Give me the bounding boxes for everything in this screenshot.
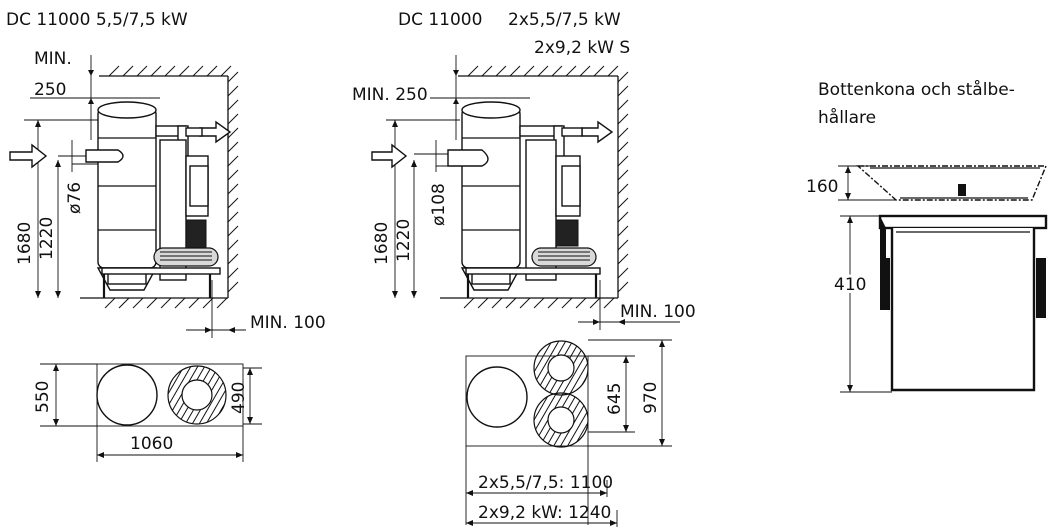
middle-power-line-1: 2x5,5/7,5 kW bbox=[508, 10, 621, 30]
left-plan-view: 550 490 1060 bbox=[33, 363, 262, 462]
middle-unit: DC 11000 2x5,5/7,5 kW 2x9,2 kW S MIN. 25… bbox=[352, 10, 696, 527]
right-cone-dimension: 160 bbox=[806, 165, 896, 201]
left-plan-depth-2: 490 bbox=[229, 382, 249, 414]
middle-power-line-2: 2x9,2 kW S bbox=[534, 38, 630, 58]
airflow-arrow-icon bbox=[581, 120, 614, 144]
left-height-dimensions: 1680 1220 ø76 bbox=[15, 119, 100, 298]
middle-height-inlet: 1220 bbox=[394, 219, 414, 262]
left-min-top-label-1: MIN. bbox=[34, 49, 72, 69]
middle-min-side-label: MIN. 100 bbox=[620, 302, 696, 322]
left-title: DC 11000 5,5/7,5 kW bbox=[6, 10, 188, 30]
right-container-dimension: 410 bbox=[831, 215, 892, 393]
airflow-arrow-icon bbox=[371, 143, 408, 169]
right-caption-line-2: hållare bbox=[818, 107, 876, 128]
middle-height-total: 1680 bbox=[372, 222, 392, 265]
left-inlet-diameter: ø76 bbox=[65, 182, 85, 214]
middle-min-top-label: MIN. 250 bbox=[352, 85, 428, 105]
left-min-side-dimension: MIN. 100 bbox=[186, 280, 326, 338]
left-height-total: 1680 bbox=[15, 222, 35, 265]
middle-plan-width-1: 2x5,5/7,5: 1100 bbox=[478, 473, 613, 493]
container-drawing bbox=[878, 214, 1048, 392]
middle-plan-outer: 970 bbox=[641, 382, 661, 414]
airflow-arrow-icon bbox=[9, 143, 48, 169]
middle-plan-view: 645 970 2x5,5/7,5: 1100 2x9,2 kW: 1240 bbox=[465, 339, 672, 527]
middle-wall bbox=[440, 65, 629, 309]
vacuum-unit-drawing bbox=[447, 101, 601, 298]
vacuum-unit-drawing bbox=[85, 101, 221, 298]
middle-min-side-dimension: MIN. 100 bbox=[578, 280, 696, 330]
middle-plan-inner: 645 bbox=[605, 383, 625, 415]
left-min-top-label-2: 250 bbox=[34, 80, 66, 100]
middle-inlet-diameter: ø108 bbox=[429, 183, 449, 226]
left-plan-depth: 550 bbox=[33, 381, 53, 413]
middle-title: DC 11000 bbox=[398, 10, 482, 30]
cone-drawing bbox=[856, 165, 1048, 201]
right-caption-line-1: Bottenkona och stålbe- bbox=[818, 79, 1015, 100]
right-cone-height: 160 bbox=[806, 177, 838, 197]
middle-height-dimensions: 1680 1220 ø108 bbox=[372, 119, 470, 298]
middle-min-top-dimension bbox=[430, 55, 530, 140]
left-min-side-label: MIN. 100 bbox=[250, 313, 326, 333]
left-height-inlet: 1220 bbox=[37, 217, 57, 260]
left-min-top-dimension bbox=[30, 55, 160, 140]
left-plan-width: 1060 bbox=[130, 434, 173, 454]
airflow-arrow-icon bbox=[199, 120, 232, 144]
middle-plan-width-2: 2x9,2 kW: 1240 bbox=[478, 503, 611, 523]
right-unit: Bottenkona och stålbe- hållare 160 bbox=[806, 79, 1048, 393]
left-unit: DC 11000 5,5/7,5 kW MIN. 250 bbox=[6, 10, 326, 462]
right-container-height: 410 bbox=[834, 275, 866, 295]
